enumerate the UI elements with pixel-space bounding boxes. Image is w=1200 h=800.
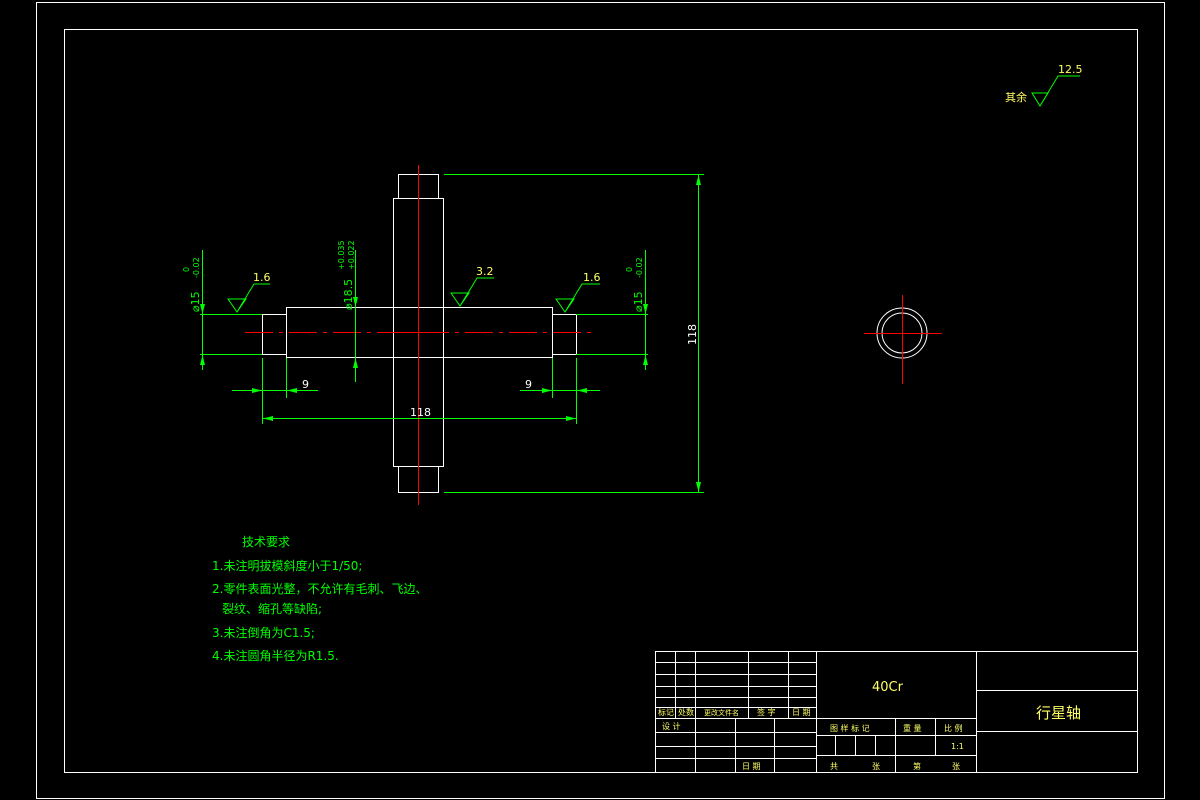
svg-text:处数: 处数 xyxy=(678,707,694,717)
svg-text:第: 第 xyxy=(913,761,921,771)
svg-text:图 样 标 记: 图 样 标 记 xyxy=(830,723,870,733)
tech-req-title: 技术要求 xyxy=(242,535,290,549)
roughness-others-label: 其余 xyxy=(1005,90,1027,104)
scale-value: 1:1 xyxy=(951,742,964,751)
dim-right-diameter: ⌀15 0 -0.02 xyxy=(576,250,648,370)
dim-left-step: 9 xyxy=(232,358,318,424)
svg-text:0: 0 xyxy=(625,267,634,272)
svg-text:重 量: 重 量 xyxy=(903,723,922,733)
dim-mid-diameter: ⌀18.5 +0.035 +0.022 xyxy=(337,240,358,382)
svg-text:-0.02: -0.02 xyxy=(192,257,201,278)
dim-vertical-length: 118 xyxy=(444,174,704,493)
roughness-left-end: 1.6 xyxy=(227,271,271,313)
svg-text:-0.02: -0.02 xyxy=(635,257,644,278)
vertical-length-text: 118 xyxy=(686,324,699,345)
right-dia-text: ⌀15 xyxy=(632,291,645,312)
horizontal-length-text: 118 xyxy=(410,406,431,419)
inner-border xyxy=(64,29,1138,773)
svg-text:1.6: 1.6 xyxy=(583,271,601,284)
outer-border xyxy=(36,2,1165,799)
svg-text:共: 共 xyxy=(830,762,838,771)
shaft-side-view xyxy=(864,295,942,384)
svg-text:+0.022: +0.022 xyxy=(347,240,356,270)
design-label: 设 计 xyxy=(662,721,681,731)
dim-right-step: 9 xyxy=(520,358,600,424)
svg-text:4.未注圆角半径为R1.5.: 4.未注圆角半径为R1.5. xyxy=(212,648,339,663)
svg-text:标记: 标记 xyxy=(658,707,674,717)
mid-dia-text: ⌀18.5 xyxy=(342,279,355,310)
right-step-text: 9 xyxy=(525,378,532,391)
svg-text:1.未注明拔模斜度小于1/50;: 1.未注明拔模斜度小于1/50; xyxy=(212,558,362,573)
part-name: 行星轴 xyxy=(1036,704,1081,722)
svg-text:3.2: 3.2 xyxy=(476,265,494,278)
svg-text:3.未注倒角为C1.5;: 3.未注倒角为C1.5; xyxy=(212,625,315,640)
svg-text:日 期: 日 期 xyxy=(792,708,811,717)
svg-text:更改文件名: 更改文件名 xyxy=(704,708,739,717)
svg-text:张: 张 xyxy=(952,762,960,771)
date-label: 日 期 xyxy=(742,762,761,771)
svg-text:+0.035: +0.035 xyxy=(337,240,346,270)
svg-text:0: 0 xyxy=(182,267,191,272)
svg-text:比 例: 比 例 xyxy=(944,723,963,733)
title-block: 标记 处数 更改文件名 签 字 日 期 设 计 日 期 40Cr 图 样 标 记… xyxy=(655,651,1138,773)
svg-text:张: 张 xyxy=(872,762,880,771)
material-text: 40Cr xyxy=(872,680,904,695)
shaft-main-view xyxy=(245,165,592,505)
roughness-right-end: 1.6 xyxy=(555,271,601,313)
roughness-others-value: 12.5 xyxy=(1058,63,1083,76)
dim-left-diameter: ⌀15 0 -0.02 xyxy=(182,250,262,370)
svg-text:1.6: 1.6 xyxy=(253,271,271,284)
roughness-cross-face: 3.2 xyxy=(450,265,494,307)
dim-horizontal-length: 118 xyxy=(262,406,576,421)
roughness-others: 其余 12.5 xyxy=(1005,63,1083,107)
svg-text:签 字: 签 字 xyxy=(757,707,776,717)
svg-text:裂纹、缩孔等缺陷;: 裂纹、缩孔等缺陷; xyxy=(222,601,322,616)
left-step-text: 9 xyxy=(302,378,309,391)
left-dia-text: ⌀15 xyxy=(189,291,202,312)
svg-text:2.零件表面光整，不允许有毛刺、飞边、: 2.零件表面光整，不允许有毛刺、飞边、 xyxy=(212,581,427,596)
tech-requirements: 技术要求 1.未注明拔模斜度小于1/50; 2.零件表面光整，不允许有毛刺、飞边… xyxy=(212,535,427,663)
